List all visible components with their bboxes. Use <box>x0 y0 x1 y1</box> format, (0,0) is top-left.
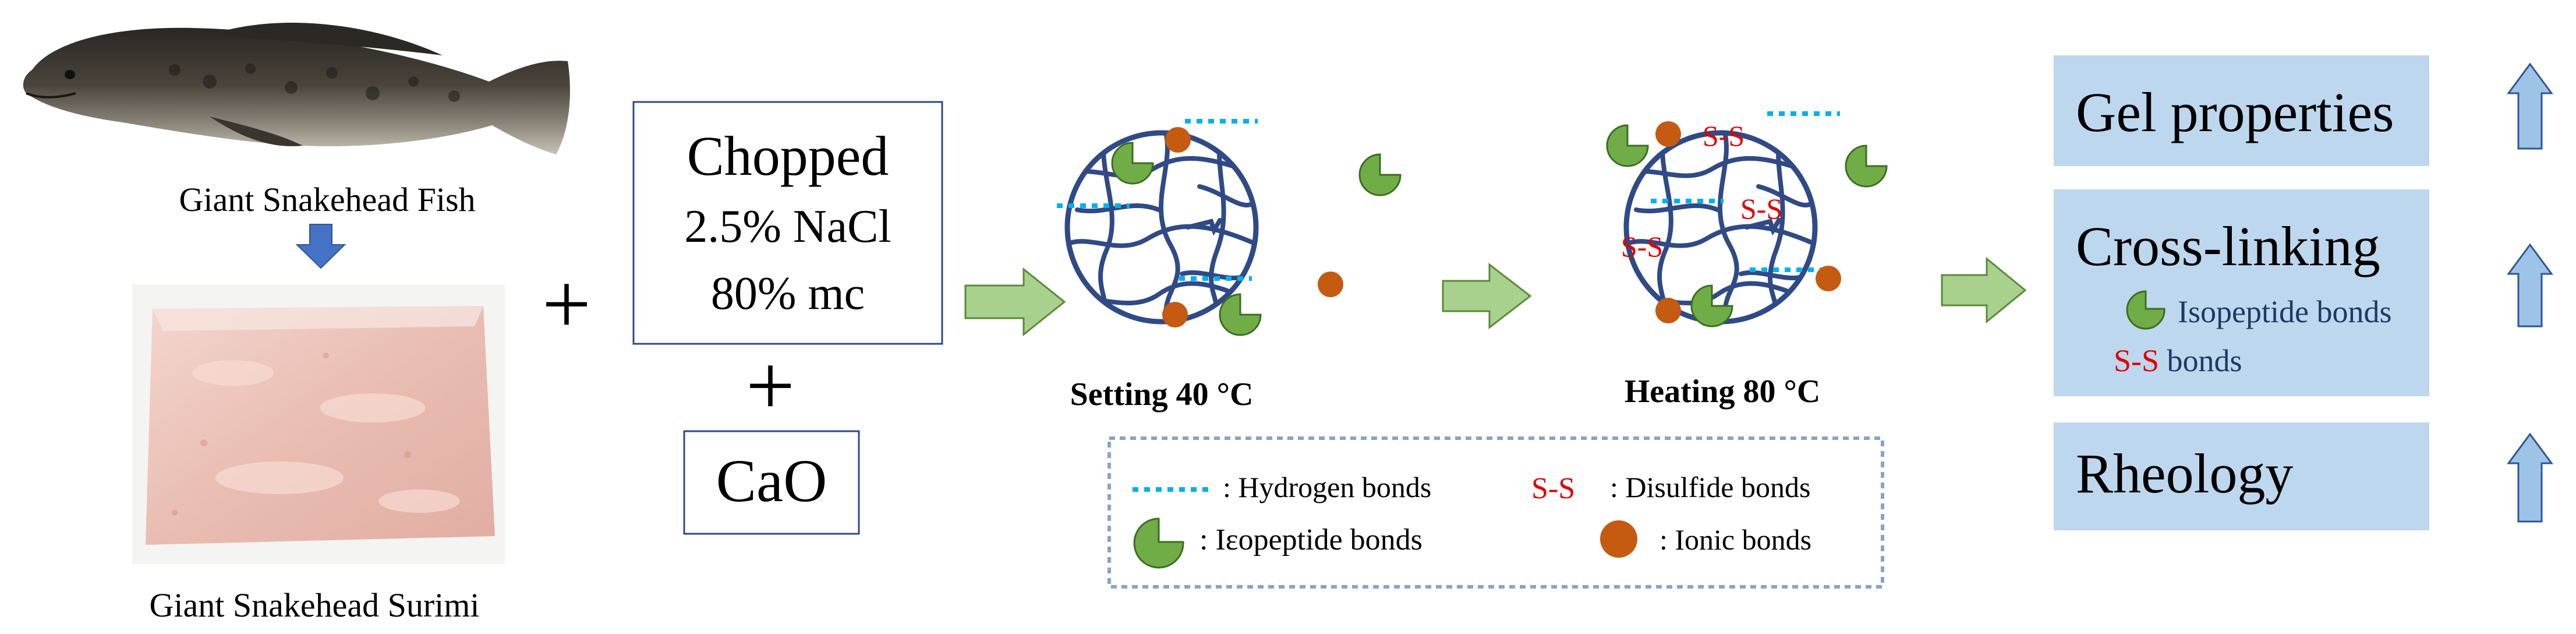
result-rheology: Rheology <box>2054 422 2429 530</box>
result-crosslink-sub2: bonds <box>2159 343 2242 378</box>
surimi-photo <box>132 284 505 564</box>
flow-arrow-3 <box>1941 256 2027 324</box>
down-arrow-icon <box>295 224 346 269</box>
result-gel-properties: Gel properties <box>2054 55 2429 166</box>
up-arrow-icon-3 <box>2507 432 2553 523</box>
up-arrow-icon-2 <box>2507 243 2553 327</box>
result-rheology-title: Rheology <box>2076 442 2293 505</box>
process-box <box>632 101 943 345</box>
legend-hydrogen-text: : Hydrogen bonds <box>1223 471 1431 503</box>
isopeptide-small-icon <box>2126 290 2165 330</box>
surimi-caption: Giant Snakehead Surimi <box>149 586 479 624</box>
plus-sign-2: + <box>746 337 795 434</box>
plus-sign-1: + <box>542 256 592 353</box>
process-line-2: 2.5% NaCl <box>684 201 891 252</box>
heating-label: Heating 80 °C <box>1625 374 1821 410</box>
ss-bond-1: S-S <box>1703 119 1745 152</box>
svg-text:S-S bonds: S-S bonds <box>2114 343 2242 378</box>
legend-ss-symbol: S-S <box>1531 472 1575 505</box>
ss-bond-2: S-S <box>1740 192 1782 225</box>
fish-photo <box>23 22 570 155</box>
legend: : Hydrogen bonds S-S : Disulfide bonds :… <box>1107 436 1884 589</box>
setting-network <box>1057 119 1402 336</box>
flow-arrow-2 <box>1442 262 1532 330</box>
legend-isopeptide-text: : Iεopeptide bonds <box>1199 523 1423 556</box>
result-crosslink-ss: S-S <box>2114 343 2159 378</box>
heating-network: S-S S-S S-S <box>1606 111 1888 327</box>
flow-arrow-1 <box>964 267 1066 337</box>
result-gel-title: Gel properties <box>2076 81 2394 143</box>
cao-box <box>683 430 860 535</box>
fish-caption: Giant Snakehead Fish <box>179 181 475 219</box>
legend-ionic-text: : Ionic bonds <box>1659 523 1811 556</box>
result-crosslink-sub1: Isopeptide bonds <box>2178 294 2391 329</box>
process-line-1: Chopped <box>687 125 889 187</box>
ss-bond-3: S-S <box>1621 230 1663 263</box>
up-arrow-icon-1 <box>2507 62 2553 150</box>
result-cross-linking: Cross-linking Isopeptide bonds S-S bonds <box>2054 189 2429 396</box>
legend-ionic-symbol <box>1600 520 1637 558</box>
process-line-3: 80% mc <box>711 268 865 319</box>
setting-label: Setting 40 °C <box>1070 376 1254 413</box>
cao-label: CaO <box>716 448 827 515</box>
result-crosslink-title: Cross-linking <box>2076 215 2380 277</box>
legend-disulfide-text: : Disulfide bonds <box>1610 471 1810 503</box>
legend-isopeptide-symbol <box>1133 517 1184 569</box>
